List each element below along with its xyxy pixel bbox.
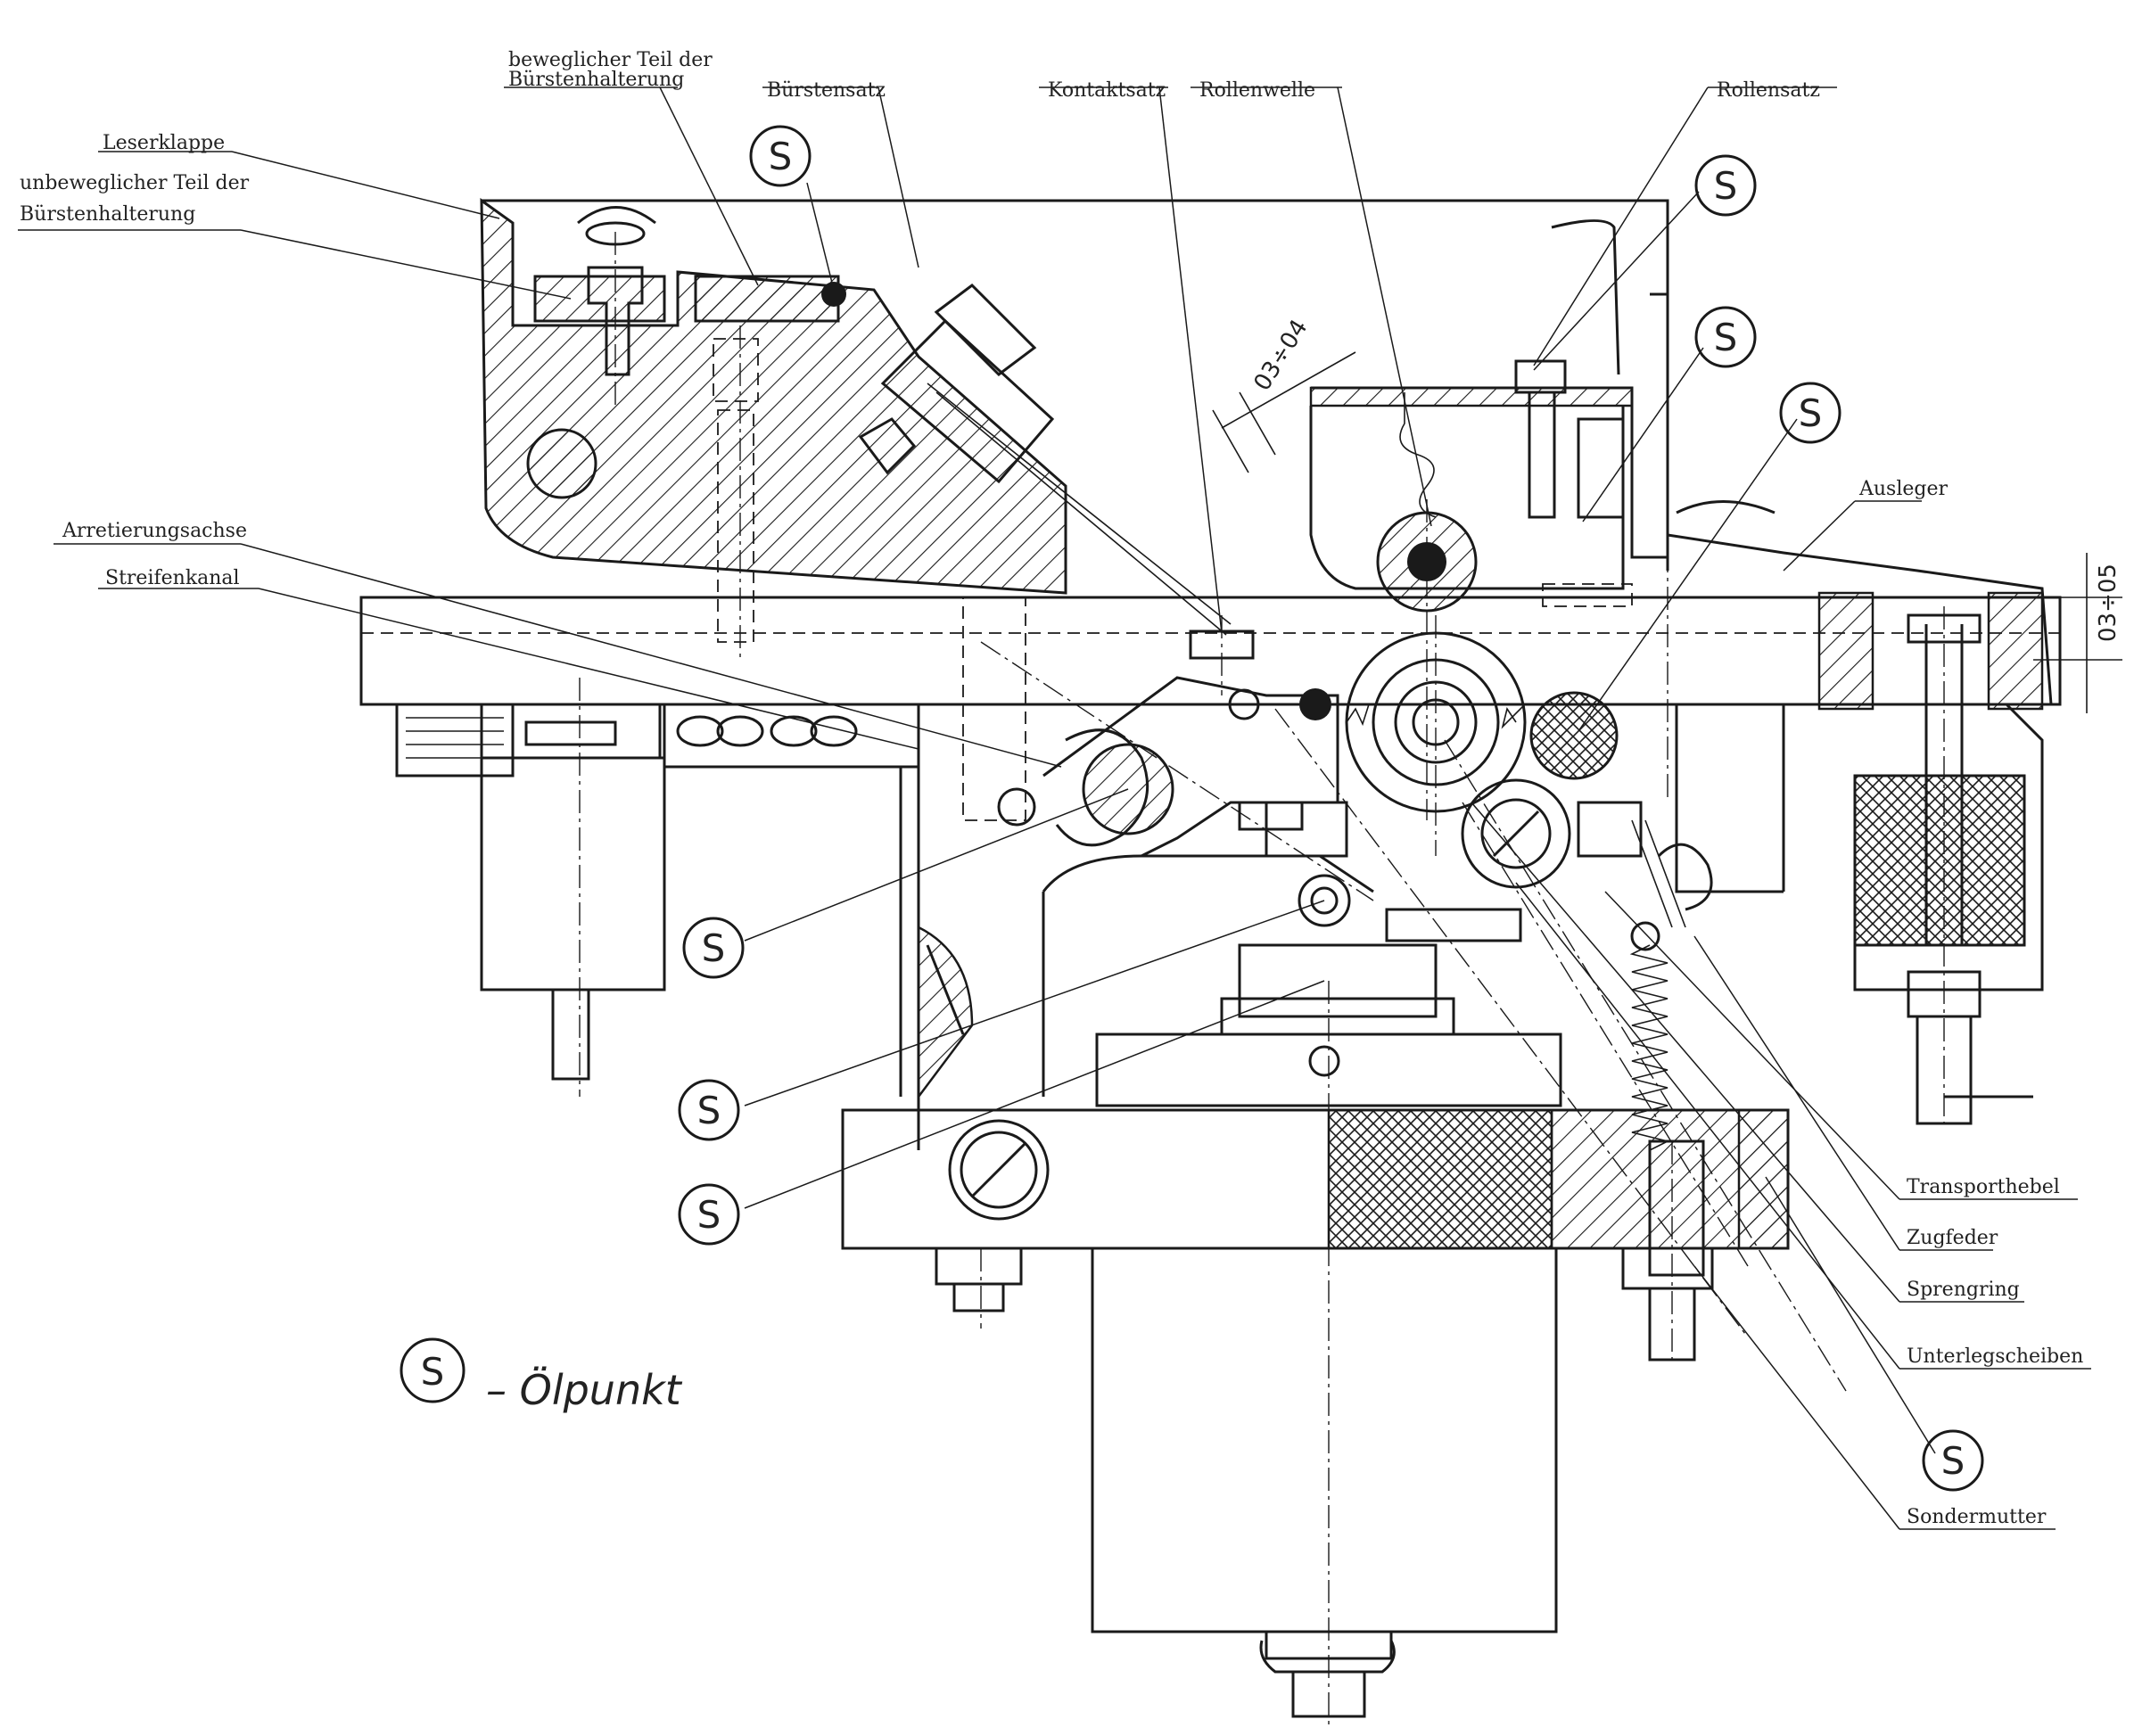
label-arretierungsachse: Arretierungsachse: [62, 520, 247, 542]
oil-point-marker: S: [1694, 306, 1757, 368]
oil-point-marker: S: [1694, 154, 1757, 217]
oil-point-marker: S: [678, 1079, 740, 1141]
label-unterlegscheiben: Unterlegscheiben: [1907, 1345, 2083, 1368]
oil-point-letter: S: [697, 1089, 721, 1132]
oil-point-letter: S: [1941, 1439, 1965, 1483]
label-sondermutter: Sondermutter: [1907, 1506, 2047, 1528]
dim-upper-text: 03÷04: [1248, 315, 1313, 395]
oil-point-letter: S: [769, 135, 793, 178]
oil-point-letter: S: [1714, 164, 1738, 208]
label-sprengring: Sprengring: [1907, 1279, 2020, 1301]
oil-point-marker: S: [682, 917, 745, 979]
oil-point-letter: S: [697, 1193, 721, 1237]
upper-housing: [480, 198, 1669, 660]
motor-cylinder: [1091, 981, 1558, 1730]
legend: S – Ölpunkt: [400, 1337, 683, 1414]
oil-markers: S S S S S S S S: [678, 125, 1984, 1492]
brush-set: [821, 282, 1232, 636]
right-bracket: [1631, 606, 2044, 1125]
part-labels: beweglicher Teil der Bürstenhalterung Bü…: [20, 49, 2083, 1528]
dim-right-text: 03÷05: [2095, 564, 2122, 642]
tape-channel: [359, 596, 2062, 706]
label-kontaktsatz: Kontaktsatz: [1048, 79, 1166, 102]
label-unbeweglicher-2: Bürstenhalterung: [20, 203, 195, 226]
label-streifenkanal: Streifenkanal: [105, 567, 240, 589]
label-beweglicher-2: Bürstenhalterung: [508, 69, 684, 91]
legend-text: – Ölpunkt: [486, 1366, 683, 1414]
left-component: [395, 678, 920, 1097]
label-ausleger: Ausleger: [1858, 478, 1949, 500]
label-rollenwelle: Rollenwelle: [1199, 79, 1315, 102]
label-leserklappe: Leserklappe: [103, 132, 225, 154]
label-buerstensatz: Bürstensatz: [767, 79, 886, 102]
ausleger-arm: [1667, 500, 2053, 711]
oil-point-marker: S: [1779, 382, 1842, 444]
oil-point-marker: S: [749, 125, 812, 187]
transport-mechanism: [899, 596, 1374, 1150]
label-unbeweglicher-1: unbeweglicher Teil der: [20, 172, 250, 194]
oil-point-marker: S: [1922, 1429, 1984, 1492]
oil-point-letter: S: [1799, 391, 1823, 435]
dimension-right: 03÷05: [2033, 553, 2122, 713]
label-beweglicher-1: beweglicher Teil der: [508, 49, 713, 71]
gear-assembly: [1265, 615, 1643, 927]
oil-point-letter: S: [1714, 316, 1738, 359]
leader-lines: [18, 86, 2091, 1530]
roller-housing: [1309, 219, 1669, 820]
label-rollensatz: Rollensatz: [1717, 79, 1820, 102]
label-zugfeder: Zugfeder: [1907, 1227, 1998, 1249]
legend-symbol: S: [421, 1350, 445, 1394]
oil-point-marker: S: [678, 1183, 740, 1246]
oil-point-letter: S: [702, 926, 726, 970]
base-plate: [841, 908, 1790, 1364]
label-transporthebel: Transporthebel: [1907, 1176, 2060, 1198]
